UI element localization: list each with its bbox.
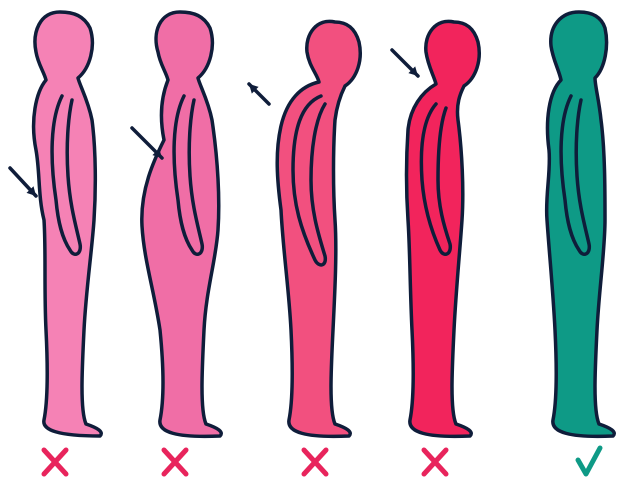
figure-lordosis	[132, 12, 221, 436]
cross-icon	[424, 450, 446, 474]
cross-icon	[164, 450, 186, 474]
figure-kyphosis	[249, 21, 360, 436]
body-silhouette-swayback	[34, 12, 102, 436]
figure-flat-back	[392, 21, 479, 436]
check-icon	[578, 448, 600, 474]
arrow-icon	[10, 168, 36, 196]
arrow-icon	[249, 84, 269, 104]
arrow-icon	[392, 50, 418, 76]
cross-icon	[44, 450, 66, 474]
body-silhouette-flat-back	[407, 21, 480, 436]
body-silhouette-correct	[547, 12, 615, 436]
figure-correct	[547, 12, 615, 436]
cross-icon	[304, 450, 326, 474]
arrow-icon	[132, 128, 162, 158]
figure-swayback	[10, 12, 101, 436]
